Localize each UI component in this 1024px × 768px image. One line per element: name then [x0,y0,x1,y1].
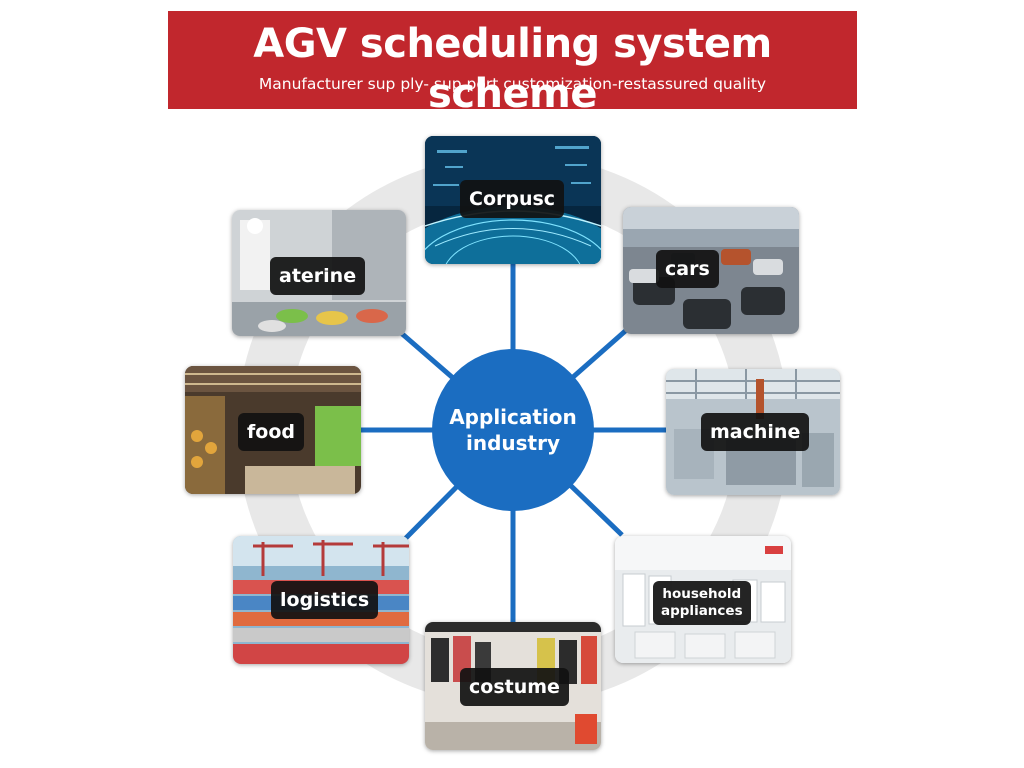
appliance-store-image [615,536,791,663]
industry-card-household-appliances: household appliances [615,536,791,663]
industry-card-corpusc: Corpusc [425,136,601,264]
industry-label-household-appliances: household appliances [653,581,751,625]
industry-label-costume: costume [460,668,569,706]
industry-card-food: food [185,366,361,494]
page-subtitle: Manufacturer sup ply- sup port customiza… [258,75,767,93]
industry-card-logistics: logistics [233,536,409,664]
hub-label: Application industry [449,405,577,455]
industry-label-logistics: logistics [271,581,379,619]
industry-card-aterine: aterine [232,210,406,336]
page-title: AGV scheduling system scheme [253,21,772,117]
industry-label-food: food [238,413,304,451]
industry-label-cars: cars [656,250,719,288]
industry-label-corpusc: Corpusc [460,180,565,218]
industry-label-machine: machine [701,413,810,451]
industry-card-cars: cars [623,207,799,334]
industry-label-aterine: aterine [270,257,366,295]
header-banner: AGV scheduling system scheme Manufacture… [168,11,857,117]
industry-card-machine: machine [666,369,840,495]
industry-card-costume: costume [425,622,601,750]
hub-circle: Application industry [432,349,594,511]
